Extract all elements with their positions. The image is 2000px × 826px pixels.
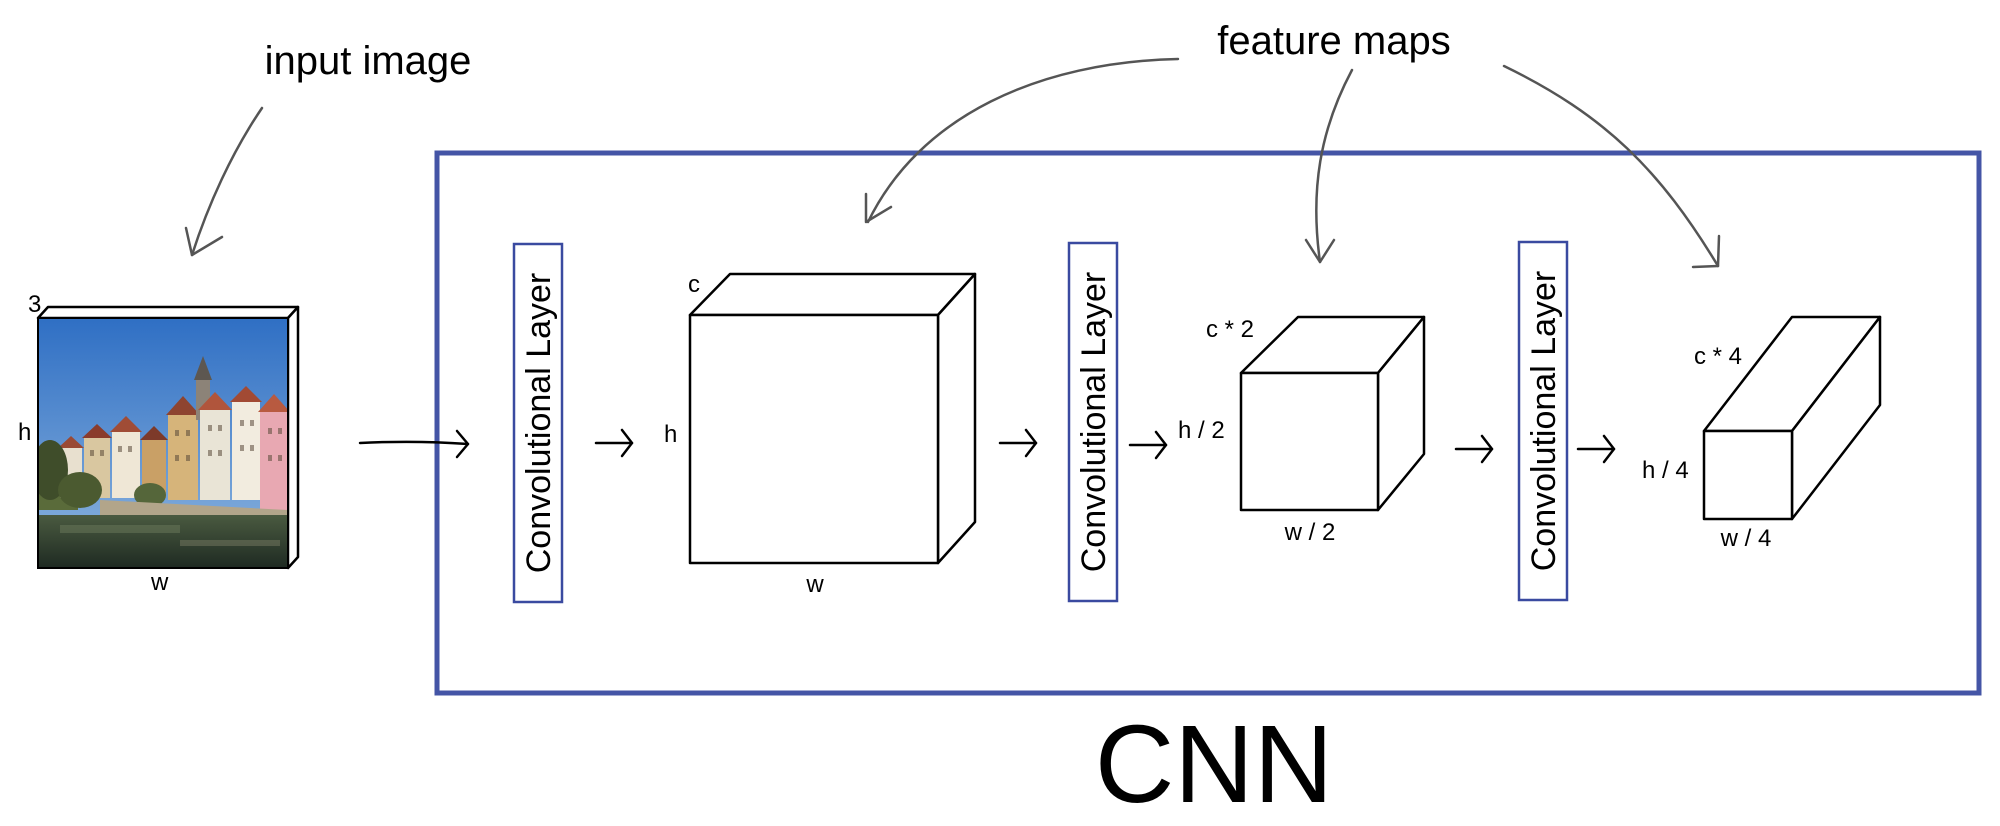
conv-layer-2-label: Convolutional Layer [1075, 272, 1113, 573]
conv-layer-3-label: Convolutional Layer [1525, 271, 1563, 572]
flow-arrow-4 [1454, 434, 1494, 464]
feature-map-3-height-label: h / 4 [1642, 457, 1689, 484]
feature-map-2-pointer-arrow [1304, 68, 1354, 264]
conv-layer-1-label: Convolutional Layer [520, 273, 558, 574]
feature-map-1-height-label: h [664, 421, 677, 448]
cnn-frame [434, 150, 1982, 696]
feature-map-1-width-label: w [805, 571, 824, 598]
input-channels-label: 3 [28, 291, 41, 318]
flow-arrow-3 [1128, 430, 1168, 460]
input-height-label: h [18, 419, 31, 446]
conv-layer-3: Convolutional Layer [1517, 240, 1569, 602]
feature-map-1-pointer-arrow [864, 57, 1180, 224]
feature-map-1-channels-label: c [688, 271, 700, 298]
feature-map-3-width-label: w / 4 [1720, 525, 1772, 552]
flow-arrow-input [358, 429, 470, 459]
feature-map-2-width-label: w / 2 [1284, 519, 1336, 546]
feature-map-1 [688, 272, 977, 565]
feature-map-2-height-label: h / 2 [1178, 417, 1225, 444]
feature-map-3-channels-label: c * 4 [1694, 343, 1742, 370]
flow-arrow-1 [594, 428, 634, 458]
feature-map-3 [1702, 315, 1882, 521]
input-image-pointer-arrow [184, 106, 264, 257]
flow-arrow-2 [998, 428, 1038, 458]
feature-maps-annotation: feature maps [1217, 19, 1450, 63]
conv-layer-1: Convolutional Layer [512, 242, 564, 604]
input-image-annotation: input image [265, 39, 472, 83]
cnn-label: CNN [1095, 703, 1333, 826]
input-image [36, 305, 300, 570]
input-photo [38, 318, 288, 568]
flow-arrow-5 [1576, 434, 1616, 464]
feature-map-3-pointer-arrow [1502, 64, 1721, 269]
conv-layer-2: Convolutional Layer [1067, 241, 1119, 603]
feature-map-2 [1239, 315, 1426, 512]
feature-map-2-channels-label: c * 2 [1206, 316, 1254, 343]
input-width-label: w [150, 569, 169, 596]
